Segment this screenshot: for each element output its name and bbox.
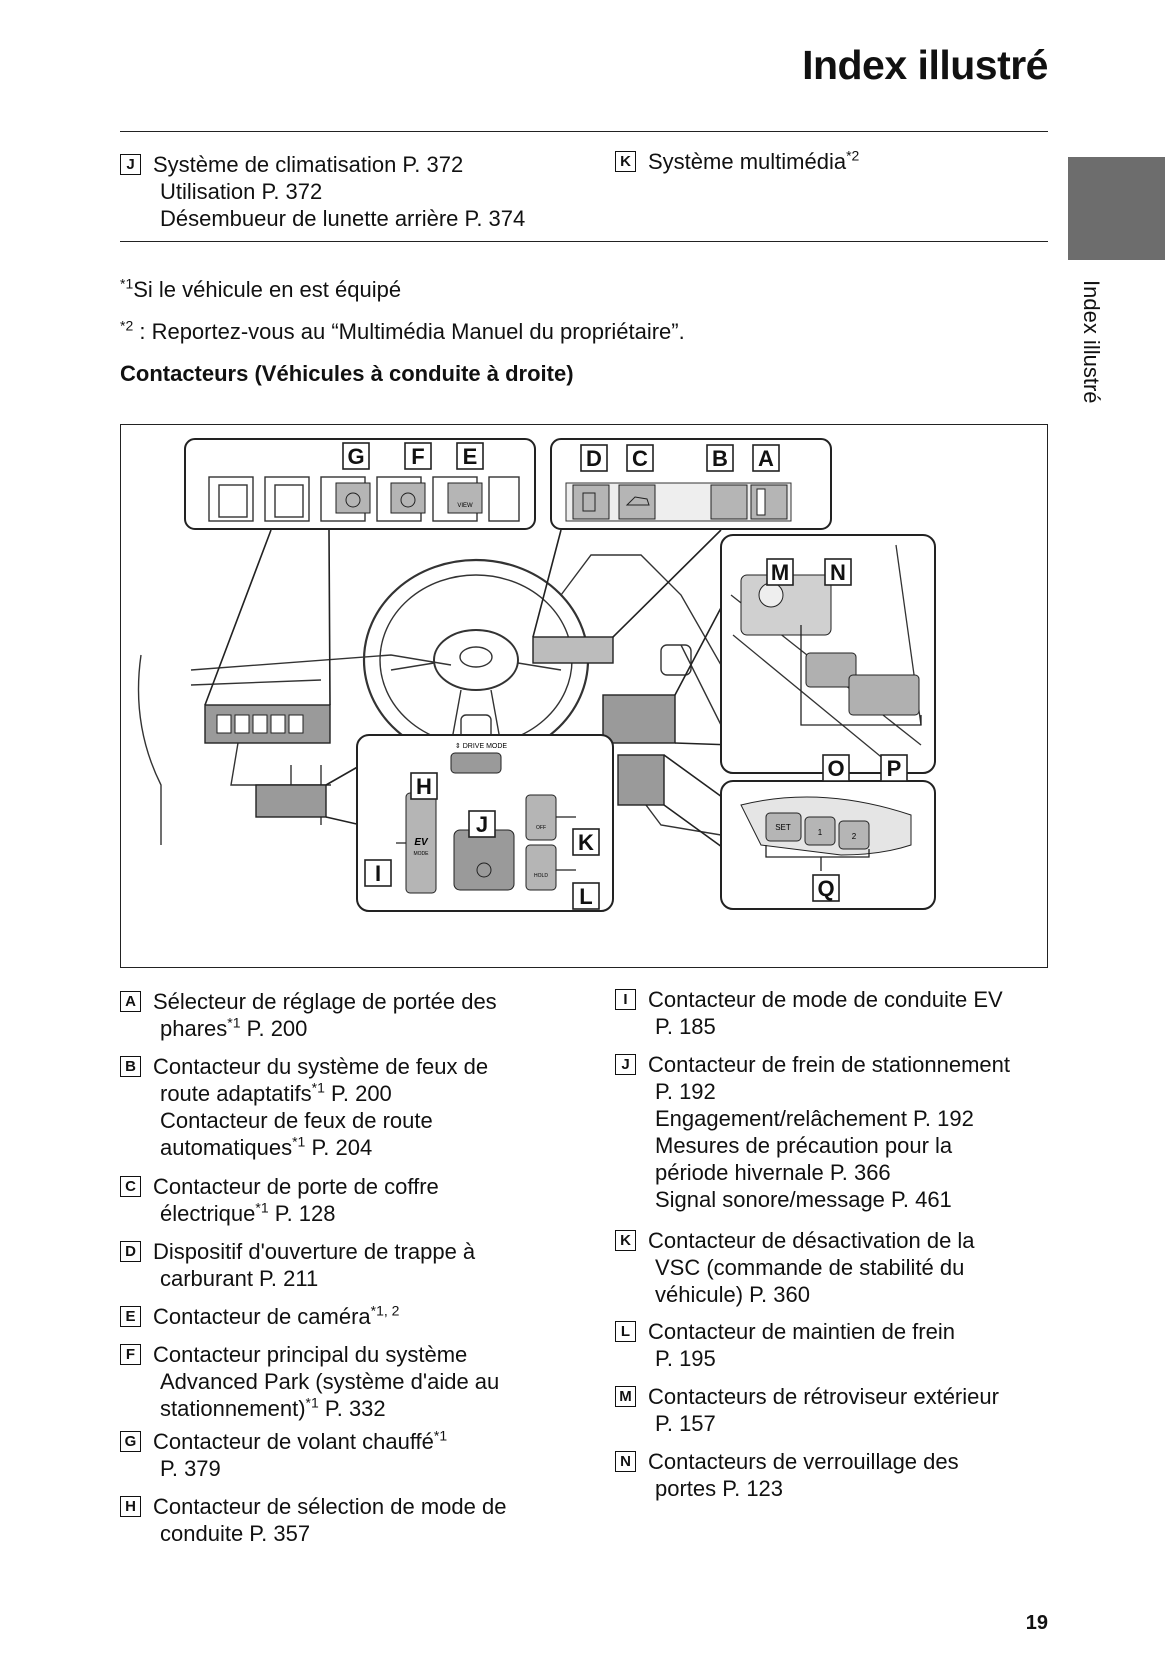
label-n: N (830, 560, 846, 585)
label-j: J (476, 812, 488, 837)
label-m: M (771, 560, 789, 585)
ev-label: EV (414, 837, 429, 848)
drive-mode-label: ⇕ DRIVE MODE (455, 742, 507, 750)
label-l: L (579, 884, 592, 909)
key-badge: K (615, 150, 636, 172)
section-title: Contacteurs (Véhicules à conduite à droi… (120, 361, 574, 386)
label-q: Q (817, 876, 834, 901)
key-badge: J (120, 153, 141, 175)
label-k: K (578, 830, 594, 855)
mid-divider (120, 241, 1048, 242)
label-o: O (827, 756, 844, 781)
label-e: E (463, 444, 478, 469)
label-g: G (347, 444, 364, 469)
label-p: P (887, 756, 902, 781)
label-c: C (632, 446, 648, 471)
label-b: B (712, 446, 728, 471)
svg-text:HOLD: HOLD (534, 873, 548, 879)
footnote-1: *1Si le véhicule en est équipé (120, 275, 402, 302)
svg-text:MODE: MODE (414, 851, 430, 857)
view-label: VIEW (457, 503, 473, 509)
switches-diagram: VIEW ⇕ DRIVE MODE EV MODE OFF HOLD SET 1… (120, 424, 1048, 968)
label-a: A (758, 446, 774, 471)
svg-text:1: 1 (818, 828, 823, 837)
svg-text:SET: SET (775, 823, 791, 832)
label-i: I (375, 861, 381, 886)
page-number: 19 (1025, 1612, 1048, 1634)
page-title: Index illustré (802, 42, 1048, 88)
svg-text:OFF: OFF (536, 825, 546, 831)
top-divider (120, 131, 1048, 132)
side-label: Index illustré (1079, 280, 1104, 404)
label-d: D (586, 446, 602, 471)
side-tab (1068, 157, 1165, 260)
label-h: H (416, 774, 432, 799)
label-f: F (411, 444, 424, 469)
svg-text:2: 2 (852, 832, 857, 841)
footnote-2: *2 : Reportez-vous au “Multimédia Manuel… (120, 317, 685, 344)
